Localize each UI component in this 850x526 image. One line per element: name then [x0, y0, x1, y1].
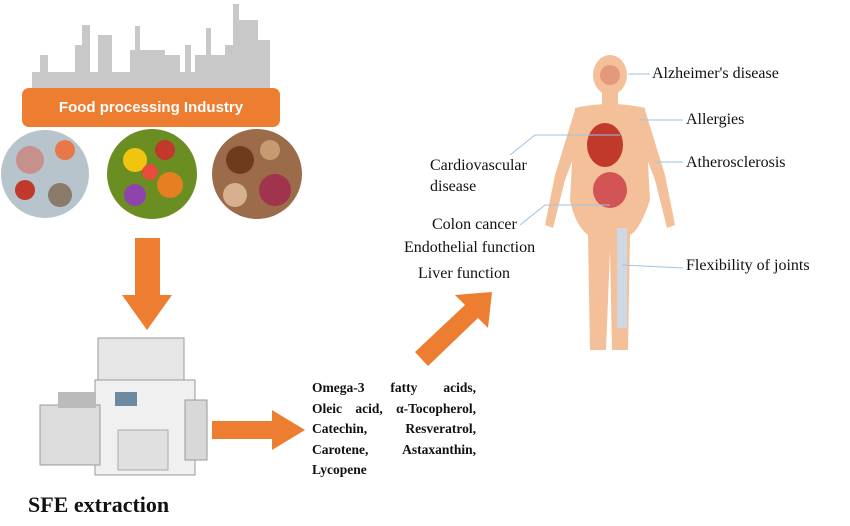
seafood-image — [1, 130, 89, 218]
food-processing-banner: Food processing Industry — [22, 88, 280, 127]
health-label-allergies: Allergies — [686, 111, 745, 128]
sfe-instrument-image — [39, 337, 208, 476]
right-arrow-icon — [212, 410, 305, 450]
health-label-colon-cancer: Colon cancer — [432, 216, 517, 233]
factory-skyline-icon — [32, 4, 270, 88]
human-body-icon — [545, 55, 675, 350]
bioactive-compounds-list: Omega-3 fatty acids, Oleic acid, α-Tocop… — [312, 378, 476, 481]
fruits-vegetables-image — [107, 129, 197, 219]
down-arrow-icon — [122, 238, 172, 330]
health-label-alzheimers: Alzheimer's disease — [652, 65, 779, 82]
health-label-cardiovascular: Cardiovascular disease — [430, 157, 527, 195]
diagonal-arrow-icon — [415, 292, 492, 366]
compound-line: Carotene, Astaxanthin, — [312, 441, 476, 457]
health-label-endothelial: Endothelial function — [404, 239, 536, 256]
health-label-atherosclerosis: Atherosclerosis — [686, 154, 786, 171]
sfe-extraction-label: SFE extraction — [28, 492, 170, 517]
leader-lines — [509, 73, 684, 269]
nuts-image — [212, 129, 302, 219]
health-label-joints: Flexibility of joints — [686, 257, 810, 274]
compound-line: Oleic acid, α-Tocopherol, — [312, 400, 476, 416]
compound-line: Catechin, Resveratrol, — [312, 421, 476, 436]
compound-line: Omega-3 fatty acids, — [312, 380, 476, 395]
health-label-liver: Liver function — [418, 265, 510, 282]
compound-line: Lycopene — [312, 462, 367, 477]
